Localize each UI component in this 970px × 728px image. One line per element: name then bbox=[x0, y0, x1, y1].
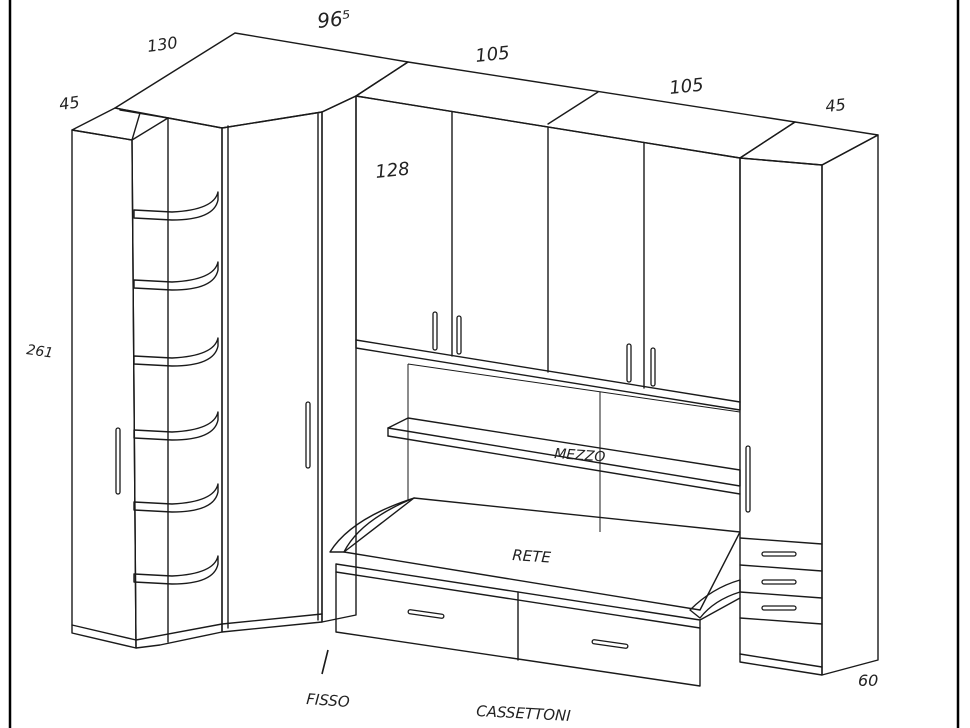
handle-4 bbox=[650, 347, 656, 387]
right-column-door-handle bbox=[745, 445, 751, 513]
right-drawer-handle-3 bbox=[761, 605, 797, 611]
upper-cabinet-handles bbox=[432, 311, 656, 387]
upper-cabinets bbox=[355, 61, 796, 411]
label-shelf: MEZZO bbox=[554, 446, 606, 466]
dim-right-depth: 45 bbox=[824, 95, 846, 116]
right-column-drawers bbox=[739, 537, 823, 625]
dim-corner-side: 96⁵ bbox=[316, 6, 352, 33]
label-bed-base: RETE bbox=[512, 546, 552, 567]
dim-upper-height: 128 bbox=[374, 158, 410, 182]
handle-2 bbox=[456, 315, 462, 355]
bed-drawer-handles bbox=[407, 609, 629, 649]
right-tall-column bbox=[739, 121, 879, 676]
drawer-handle-left bbox=[407, 609, 445, 619]
corner-wardrobe bbox=[114, 32, 409, 633]
corner-wardrobe-handle bbox=[305, 401, 311, 469]
drawer-handle-right bbox=[591, 639, 629, 649]
dim-corner-width: 130 bbox=[146, 33, 179, 56]
label-fixed: FISSO bbox=[306, 690, 351, 711]
left-column-handle bbox=[115, 427, 121, 495]
right-drawer-handles bbox=[761, 551, 797, 611]
handle-3 bbox=[626, 343, 632, 383]
dim-upper-right: 105 bbox=[668, 74, 704, 98]
dim-left-depth: 45 bbox=[58, 92, 81, 114]
corner-shelves bbox=[133, 191, 219, 585]
handle-1 bbox=[432, 311, 438, 351]
annotations: 45 130 96⁵ 105 105 45 261 128 60 MEZZO R… bbox=[25, 6, 878, 725]
dim-bed-depth: 60 bbox=[858, 671, 878, 690]
left-tall-column bbox=[71, 107, 169, 649]
dim-upper-left: 105 bbox=[474, 42, 510, 66]
label-drawers: CASSETTONI bbox=[476, 702, 572, 725]
fixed-marker bbox=[321, 649, 329, 675]
dim-overall-height: 261 bbox=[25, 342, 54, 362]
page-frame bbox=[8, 0, 960, 728]
right-drawer-handle-2 bbox=[761, 579, 797, 585]
right-drawer-handle-1 bbox=[761, 551, 797, 557]
bed-frame bbox=[329, 497, 741, 687]
